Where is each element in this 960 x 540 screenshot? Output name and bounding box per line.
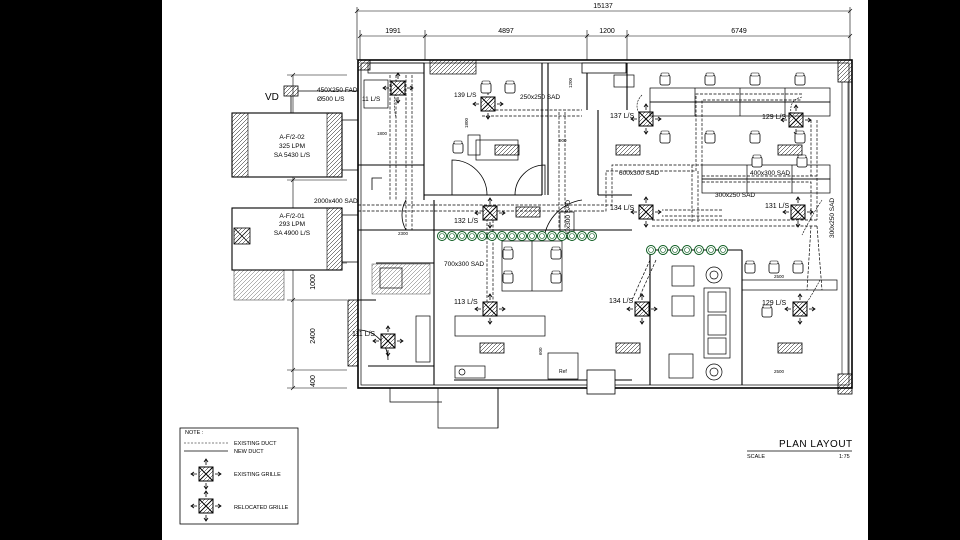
- ahu-01-lpm: 293 LPM: [279, 221, 305, 228]
- grille-7-flow: 131 L/S: [765, 203, 789, 210]
- duct-label-7: 700x300 SAD: [444, 261, 484, 268]
- dim-seg-3: 1200: [599, 28, 615, 35]
- ahu-02-id: A-F/2-02: [279, 134, 305, 141]
- ahu-02-sa: SA 5430 L/S: [274, 152, 311, 159]
- dim-overall: 15137: [593, 3, 613, 10]
- legend-new-duct: NEW DUCT: [234, 449, 264, 455]
- grille-1-flow: 11 L/S: [362, 96, 381, 103]
- top-dimensions: [354, 7, 853, 60]
- column: [586, 369, 616, 395]
- duct-label-8: 400x300 SAD: [565, 200, 572, 240]
- dim-left-3: 1000: [310, 274, 317, 290]
- grille-3-flow: 137 L/S: [610, 113, 634, 120]
- grille-11-flow: 111 L/S: [352, 331, 375, 338]
- duct-label-1: 2000x400 SAD: [314, 198, 358, 205]
- dim-inner-4: 2500: [774, 369, 785, 374]
- dim-inner-3: 1800: [464, 117, 469, 128]
- ductwork: [358, 75, 823, 302]
- fad-size: 450X250 FAD: [317, 87, 358, 94]
- grilles: [372, 72, 816, 357]
- dim-inner-8: 1200: [568, 77, 573, 88]
- interior-walls: [358, 63, 743, 385]
- flex-ducts: [393, 84, 823, 311]
- grille-2-flow: 139 L/S: [454, 92, 477, 99]
- legend: [179, 427, 299, 525]
- drawing-sheet: 15137 1991 4897 1200 6749 3700 2200 1000…: [162, 0, 868, 540]
- dim-seg-4: 6749: [731, 28, 747, 35]
- dim-seg-1: 1991: [385, 28, 401, 35]
- planter-row-1: [437, 231, 597, 241]
- grille-11: [372, 325, 404, 357]
- duct-label-3: 600x300 SAD: [619, 170, 659, 177]
- grille-9-flow: 134 L/S: [609, 298, 633, 305]
- grille-7: [782, 196, 814, 228]
- grille-4-flow: 129 L/S: [762, 114, 786, 121]
- dim-inner-1: 2300: [398, 231, 409, 236]
- grille-8: [474, 293, 506, 325]
- legend-heading: NOTE :: [185, 430, 204, 436]
- grille-8-flow: 113 L/S: [454, 299, 478, 306]
- dim-inner-7: 600: [538, 347, 543, 355]
- ahu-01-id: A-F/2-01: [279, 213, 305, 220]
- scale-label: SCALE: [747, 454, 765, 460]
- grille-10: [784, 293, 816, 325]
- grille-3: [630, 103, 662, 135]
- dim-left-5: 400: [310, 375, 317, 387]
- grille-10-flow: 129 L/S: [762, 300, 786, 307]
- grille-6: [630, 196, 662, 228]
- ahu-01: [231, 207, 358, 301]
- legend-existing-duct: EXISTING DUCT: [234, 441, 277, 447]
- dim-inner-2: 1800: [377, 131, 388, 136]
- ahu-02: [231, 112, 358, 178]
- legend-relocated-grille: RELOCATED GRILLE: [234, 505, 289, 511]
- duct-label-5: 400x300 SAD: [750, 170, 790, 177]
- grille-5: [474, 197, 506, 229]
- vd-label: VD: [265, 92, 279, 103]
- floor-plan: 15137 1991 4897 1200 6749 3700 2200 1000…: [179, 3, 853, 525]
- dim-inner-6: 900: [559, 138, 567, 143]
- doors: [357, 159, 583, 361]
- dim-left-4: 2400: [310, 328, 317, 344]
- entry-path: [389, 387, 499, 429]
- dim-inner-5: 2500: [774, 274, 785, 279]
- grille-5-flow: 132 L/S: [454, 218, 478, 225]
- ahu-01-sa: SA 4900 L/S: [274, 230, 311, 237]
- scale-value: 1:75: [839, 454, 850, 460]
- grille-2: [472, 88, 504, 120]
- ahu-02-lpm: 325 LPM: [279, 143, 305, 150]
- dim-seg-2: 4897: [498, 28, 514, 35]
- duct-label-6: 300x250 SAD: [829, 198, 836, 238]
- furniture: [363, 74, 838, 381]
- duct-label-2: 250x250 SAD: [520, 94, 560, 101]
- fad-flow: Ø500 L/S: [317, 96, 345, 103]
- fresh-air-damper: [283, 85, 358, 113]
- fridge-label: Ref: [559, 369, 567, 375]
- legend-existing-grille: EXISTING GRILLE: [234, 472, 281, 478]
- duct-label-4: 300x250 SAD: [715, 192, 755, 199]
- drawing-title: PLAN LAYOUT: [779, 439, 853, 450]
- grille-6-flow: 134 L/S: [610, 205, 634, 212]
- planter-row-2: [646, 245, 728, 255]
- grille-1: [382, 72, 414, 104]
